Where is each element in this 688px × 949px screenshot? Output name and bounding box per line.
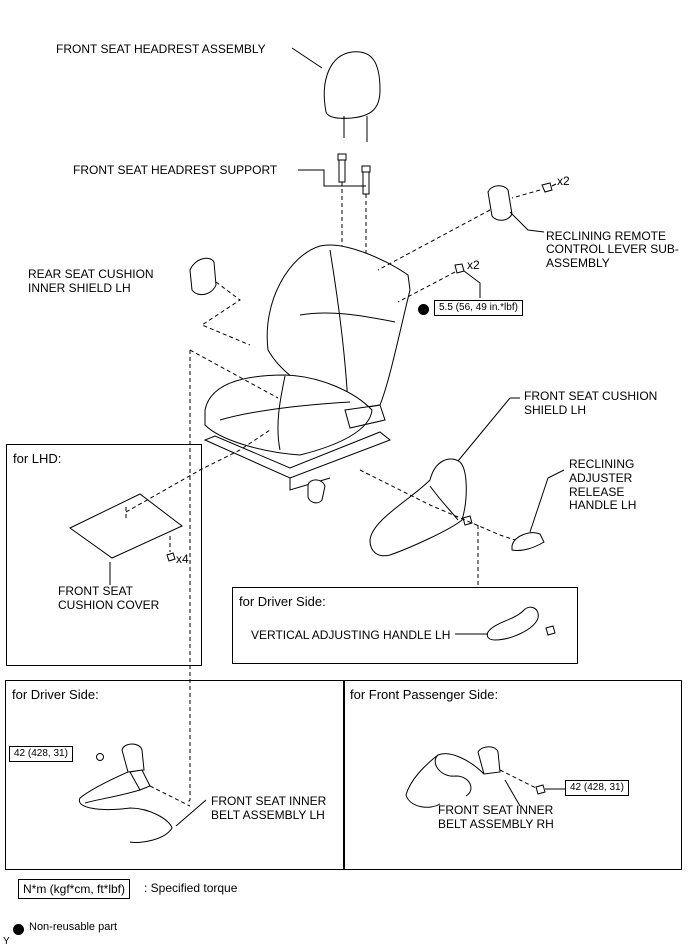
passenger-belt-box: for Front Passenger Side: — [343, 680, 682, 870]
cushion-cover-label-1: FRONT SEAT — [58, 584, 133, 598]
cushion-cover-drawing — [69, 429, 271, 585]
seat-nut-qty: x2 — [467, 258, 480, 272]
corner-mark: Y — [3, 936, 10, 947]
belt-lh-drawing — [78, 743, 207, 843]
legend-nonreusable-label: Non-reusable part — [29, 921, 118, 933]
release-handle-label-3: RELEASE — [569, 485, 625, 499]
seat-nut-torque: 5.5 (56, 49 in.*lbf) — [434, 300, 523, 316]
legend-torque-desc: : Specified torque — [144, 881, 238, 895]
belt-rh-drawing — [405, 746, 565, 808]
release-handle-label-2: ADJUSTER — [569, 471, 633, 485]
belt-lh-torque: 42 (428, 31) — [9, 746, 73, 762]
belt-rh-torque: 42 (428, 31) — [565, 780, 629, 796]
headrest-support-label: FRONT SEAT HEADREST SUPPORT — [73, 163, 278, 177]
seat-nut-drawing — [397, 263, 481, 303]
lhd-box: for LHD: — [6, 444, 202, 666]
reclining-remote-label-2: CONTROL LEVER SUB- — [546, 242, 679, 256]
cushion-shield-label-1: FRONT SEAT CUSHION — [524, 389, 658, 403]
headrest-support-drawing — [298, 153, 371, 262]
rear-shield-label-1: REAR SEAT CUSHION — [28, 267, 154, 281]
belt-rh-label-1: FRONT SEAT INNER — [438, 803, 554, 817]
release-handle-label-4: HANDLE LH — [569, 498, 637, 512]
driver-belt-box: for Driver Side: — [5, 680, 345, 870]
legend-torque-unit: N*m (kgf*cm, ft*lbf) — [18, 879, 131, 899]
remote-screw-qty: x2 — [557, 174, 570, 188]
vertical-handle-drawing — [455, 606, 556, 641]
headrest-drawing — [291, 47, 381, 142]
belt-rh-label-2: BELT ASSEMBLY RH — [438, 817, 554, 831]
legend-nonreusable-icon — [13, 924, 24, 935]
cushion-cover-label-2: CUSHION COVER — [58, 598, 160, 612]
seat-track-drawing — [203, 404, 391, 504]
headrest-label: FRONT SEAT HEADREST ASSEMBLY — [56, 42, 266, 56]
driver-handle-box-title: for Driver Side: — [239, 594, 326, 609]
nonreusable-dot-icon — [418, 304, 429, 315]
cushion-shield-drawing — [359, 397, 520, 588]
rear-shield-label-2: INNER SHIELD LH — [28, 281, 131, 295]
reclining-remote-drawing — [377, 182, 557, 271]
belt-lh-label-2: BELT ASSEMBLY LH — [211, 808, 325, 822]
lhd-box-title: for LHD: — [13, 451, 62, 466]
rear-shield-drawing — [189, 257, 251, 346]
reclining-remote-label-3: ASSEMBLY — [546, 256, 610, 270]
passenger-belt-box-title: for Front Passenger Side: — [350, 687, 499, 702]
driver-handle-box: for Driver Side: — [232, 587, 578, 664]
release-handle-label-1: RECLINING — [569, 457, 635, 471]
cover-clip-qty: x4 — [176, 552, 189, 566]
driver-belt-box-title: for Driver Side: — [12, 687, 99, 702]
cushion-shield-label-2: SHIELD LH — [524, 403, 587, 417]
vertical-handle-label: VERTICAL ADJUSTING HANDLE LH — [251, 628, 451, 642]
reclining-remote-label-1: RECLINING REMOTE — [546, 229, 667, 243]
belt-lh-label-1: FRONT SEAT INNER — [211, 794, 327, 808]
seat-cushion-drawing — [204, 374, 373, 456]
release-handle-drawing — [511, 469, 565, 551]
